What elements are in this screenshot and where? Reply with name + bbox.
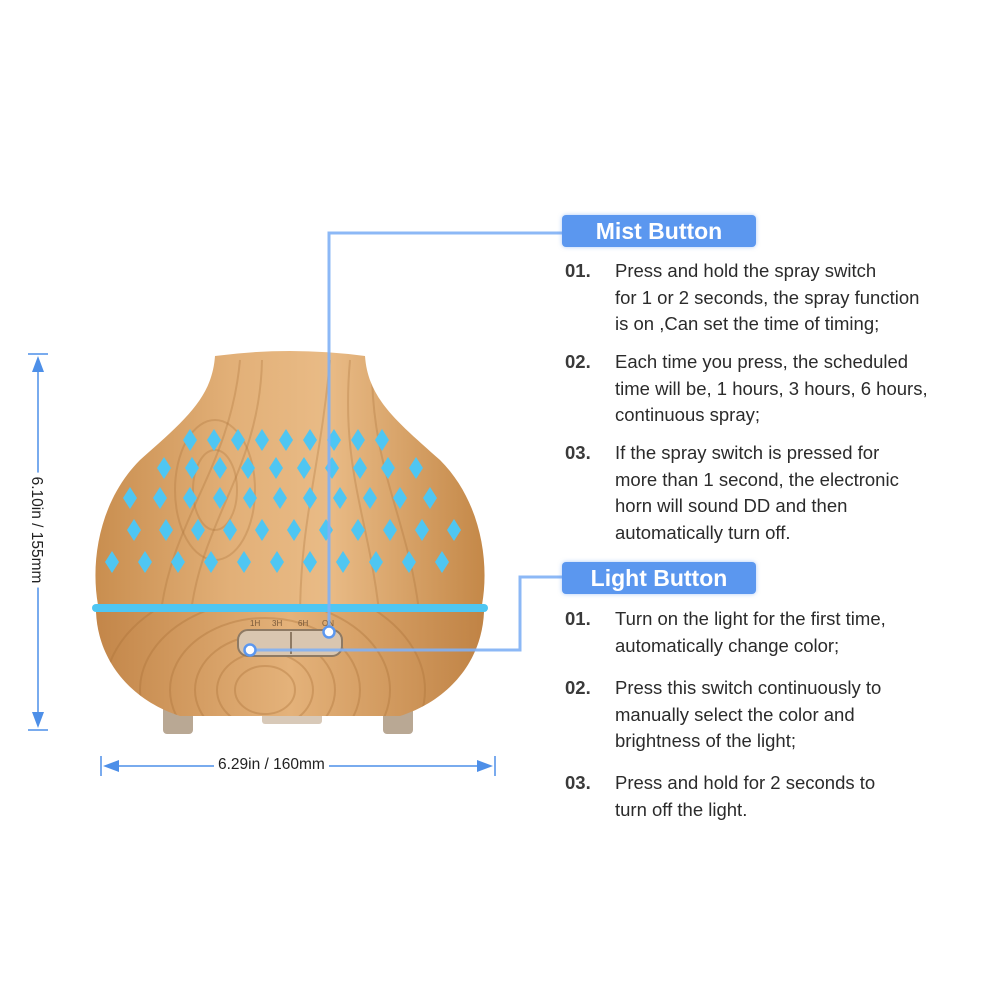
lattice-cutout xyxy=(375,429,389,451)
lattice-cutout xyxy=(191,519,205,541)
lattice-cutout xyxy=(447,519,461,541)
instruction-text: If the spray switch is pressed for more … xyxy=(615,442,899,543)
mist-leader-line xyxy=(327,231,562,632)
lattice-cutout xyxy=(363,487,377,509)
light-button-marker xyxy=(243,643,257,657)
lattice-cutout xyxy=(353,457,367,479)
lattice-cutout xyxy=(303,429,317,451)
lattice-cutout xyxy=(269,457,283,479)
instruction-number: 03. xyxy=(565,772,591,793)
lattice-cutout xyxy=(279,429,293,451)
lattice-cutout xyxy=(336,551,350,573)
lattice-cutout xyxy=(223,519,237,541)
light-leader-line xyxy=(250,575,562,652)
lattice-cutout xyxy=(127,519,141,541)
instruction-number: 02. xyxy=(565,351,591,372)
lattice-cutout xyxy=(409,457,423,479)
lattice-cutout xyxy=(435,551,449,573)
lattice-cutout xyxy=(303,551,317,573)
panel-mark: 1H xyxy=(250,619,260,628)
lattice-cutout xyxy=(185,457,199,479)
instruction-text: Each time you press, the scheduled time … xyxy=(615,351,928,425)
width-label: 6.29in / 160mm xyxy=(214,756,329,774)
lattice-cutout xyxy=(297,457,311,479)
lattice-cutout xyxy=(383,519,397,541)
lattice-cutout xyxy=(255,429,269,451)
lattice-cutout xyxy=(333,487,347,509)
panel-mark: 3H xyxy=(272,619,282,628)
diffuser-body xyxy=(95,351,485,605)
lattice-cutout xyxy=(287,519,301,541)
lattice-cutout xyxy=(204,551,218,573)
lattice-cutout xyxy=(351,429,365,451)
lattice-cutout xyxy=(369,551,383,573)
lattice-cutout xyxy=(213,487,227,509)
lattice-cutout xyxy=(255,519,269,541)
lattice-cutout xyxy=(393,487,407,509)
lattice-cutout xyxy=(183,429,197,451)
light-button-title: Light Button xyxy=(562,562,756,594)
instruction-text: Press this switch continuously to manual… xyxy=(615,677,882,751)
diamond-lattice xyxy=(105,429,461,573)
instruction-number: 01. xyxy=(565,608,591,629)
diffuser-base xyxy=(96,612,484,716)
lattice-cutout xyxy=(303,487,317,509)
lattice-cutout xyxy=(183,487,197,509)
instruction-text: Turn on the light for the first time, au… xyxy=(615,608,886,656)
lattice-cutout xyxy=(123,487,137,509)
lattice-cutout xyxy=(105,551,119,573)
instruction-number: 01. xyxy=(565,260,591,281)
lattice-cutout xyxy=(243,487,257,509)
callout-leaders xyxy=(243,231,562,657)
lattice-cutout xyxy=(237,551,251,573)
lattice-cutout xyxy=(207,429,221,451)
instruction-text: Press and hold for 2 seconds to turn off… xyxy=(615,772,876,820)
lattice-cutout xyxy=(270,551,284,573)
lattice-cutout xyxy=(423,487,437,509)
lattice-cutout xyxy=(231,429,245,451)
instruction-number: 02. xyxy=(565,677,591,698)
lattice-cutout xyxy=(157,457,171,479)
lattice-cutout xyxy=(351,519,365,541)
panel-mark: 6H xyxy=(298,619,308,628)
lattice-cutout xyxy=(159,519,173,541)
mist-button-marker xyxy=(322,625,336,639)
instruction-number: 03. xyxy=(565,442,591,463)
lattice-cutout xyxy=(213,457,227,479)
mist-button-title: Mist Button xyxy=(562,215,756,247)
lattice-cutout xyxy=(138,551,152,573)
lattice-cutout xyxy=(153,487,167,509)
light-ring xyxy=(92,604,488,612)
lattice-cutout xyxy=(241,457,255,479)
lattice-cutout xyxy=(273,487,287,509)
lattice-cutout xyxy=(171,551,185,573)
lattice-cutout xyxy=(402,551,416,573)
lattice-cutout xyxy=(381,457,395,479)
height-label: 6.10in / 155mm xyxy=(27,472,45,588)
lattice-cutout xyxy=(415,519,429,541)
instruction-text: Press and hold the spray switch for 1 or… xyxy=(615,260,920,334)
